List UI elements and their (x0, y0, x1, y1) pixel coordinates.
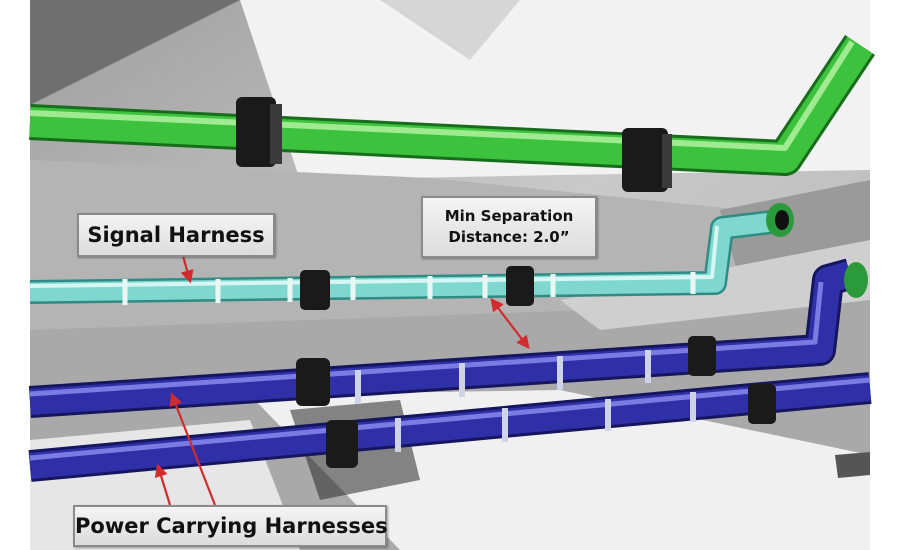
green-harness-clamp-2 (622, 128, 672, 192)
power-harness-label: Power Carrying Harnesses (73, 505, 387, 547)
power-harness-label-text: Power Carrying Harnesses (75, 514, 388, 538)
power-harness-upper-clamp-2 (688, 336, 716, 376)
power-harness-lower-clamp-2 (748, 384, 776, 424)
min-separation-label: Min Separation Distance: 2.0” (421, 196, 597, 258)
min-separation-label-line2: Distance: 2.0” (423, 227, 595, 248)
signal-harness-clamp-1 (300, 270, 330, 310)
signal-harness-label: Signal Harness (77, 213, 275, 257)
signal-harness-clamp-2 (506, 266, 534, 306)
green-harness-clamp-1 (236, 97, 282, 167)
power-harness-lower-clamp-1 (326, 420, 358, 468)
min-separation-label-line1: Min Separation (423, 206, 595, 227)
power-harness-upper-clamp-1 (296, 358, 330, 406)
signal-harness-label-text: Signal Harness (87, 223, 264, 247)
